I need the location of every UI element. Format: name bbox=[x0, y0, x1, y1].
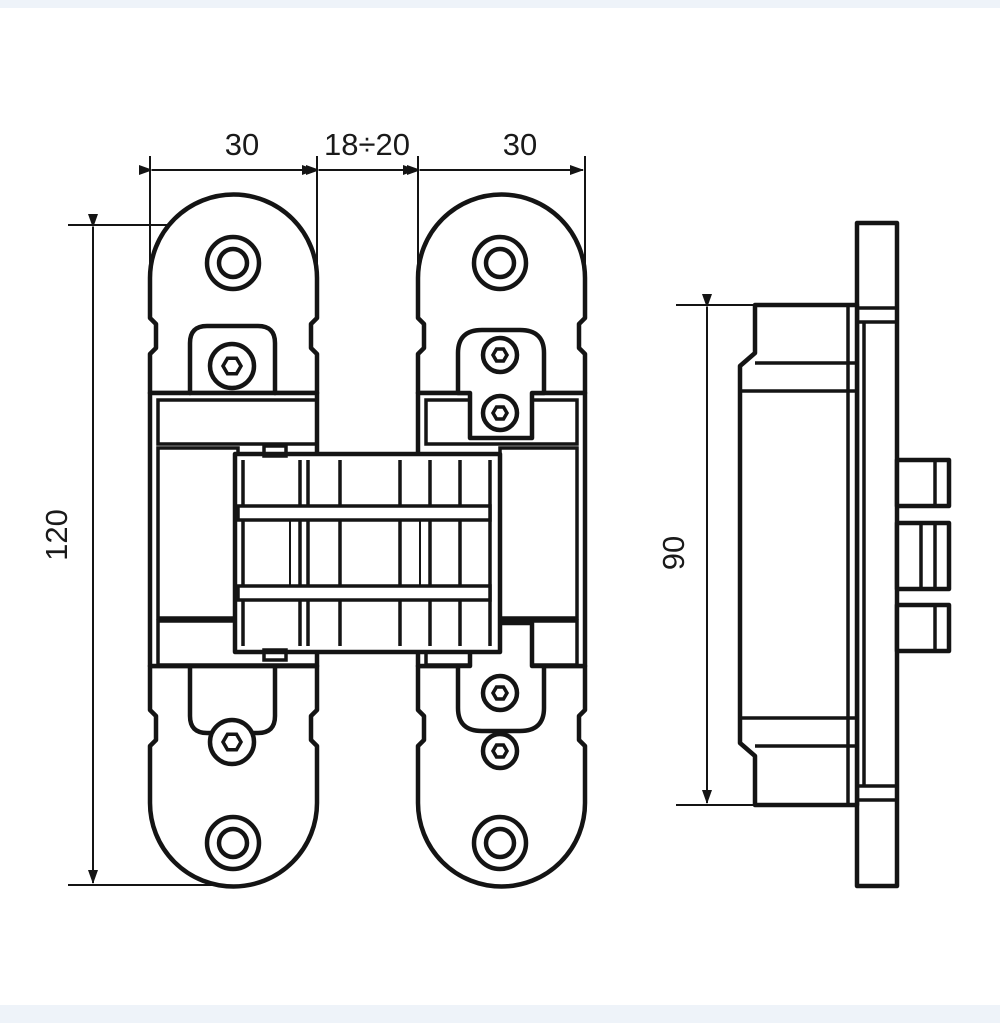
dim-label-overall-height: 120 bbox=[39, 509, 74, 561]
side-height-dimension: 90 bbox=[656, 294, 760, 806]
hex-screw-left-bottom bbox=[207, 717, 257, 767]
dim-label-right-width: 30 bbox=[503, 127, 537, 162]
hex-screw-right-upper bbox=[480, 335, 520, 375]
hex-screw-right-lower-adjust bbox=[480, 673, 520, 713]
hinge-knuckle-mechanism bbox=[232, 444, 503, 662]
top-dimensions: 30 18÷20 30 bbox=[139, 127, 586, 273]
hex-screw-right-lower bbox=[480, 731, 520, 771]
mounting-hole-left-top bbox=[204, 234, 262, 292]
hinge-technical-drawing: 30 18÷20 30 120 90 bbox=[39, 127, 952, 889]
side-view bbox=[737, 220, 952, 889]
dim-label-side-height: 90 bbox=[656, 536, 691, 570]
dim-label-left-width: 30 bbox=[225, 127, 259, 162]
hex-screw-right-upper-adjust bbox=[480, 393, 520, 433]
drawing-frame: 30 18÷20 30 120 90 bbox=[0, 8, 1000, 1005]
hex-screw-left-top bbox=[207, 341, 257, 391]
height-dimension: 120 bbox=[39, 214, 232, 886]
mounting-hole-right-top bbox=[471, 234, 529, 292]
dim-label-gap: 18÷20 bbox=[324, 127, 410, 162]
mounting-hole-left-bottom bbox=[204, 814, 262, 872]
mounting-hole-right-bottom bbox=[471, 814, 529, 872]
